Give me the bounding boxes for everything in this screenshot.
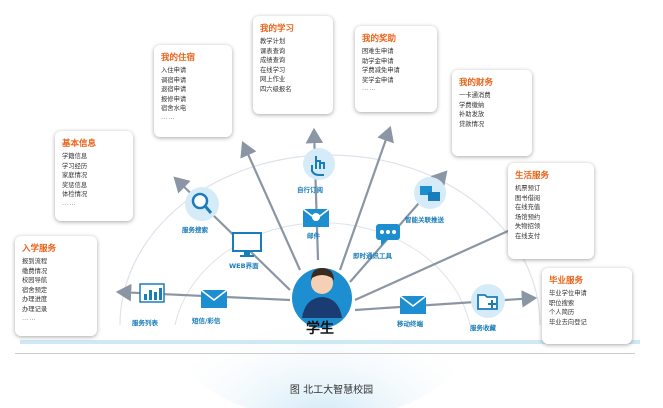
- card-title: 生活服务: [515, 171, 550, 181]
- web-label: WEB界面: [229, 262, 259, 270]
- service-list-label: 服务列表: [132, 319, 158, 327]
- card-awards[interactable]: 我的奖助 困难生申请 助学金申请 学费减免申请 奖学金申请 ……: [355, 26, 437, 112]
- list-item[interactable]: 一卡通消费: [459, 92, 491, 99]
- list-item[interactable]: 网上作业: [260, 76, 286, 84]
- envelope-icon[interactable]: [200, 289, 228, 313]
- divider: [15, 353, 635, 354]
- list-item[interactable]: 校园导航: [22, 277, 48, 285]
- figure-caption: 图 北工大智慧校园: [289, 385, 374, 396]
- list-item[interactable]: 缴费情况: [22, 267, 48, 275]
- list-item[interactable]: 学习经历: [62, 162, 88, 170]
- list-item[interactable]: 课表查询: [260, 47, 286, 55]
- list-item[interactable]: 调宿申请: [161, 76, 187, 84]
- more-indicator: ……: [362, 85, 377, 93]
- list-item[interactable]: 助学金申请: [362, 57, 394, 65]
- card-admission[interactable]: 入学服务 报到流程 缴费情况 校园导航 宿舍预定 办理进度 办理记录 ……: [15, 236, 97, 336]
- im-label: 即时通讯工具: [353, 252, 392, 260]
- list-item[interactable]: 毕业去向登记: [549, 318, 587, 326]
- list-item[interactable]: 奖学金申请: [362, 76, 394, 84]
- card-graduation[interactable]: 毕业服务 毕业学位申请 职位搜索 个人简历 毕业去向登记: [542, 268, 632, 344]
- list-item[interactable]: 在线学习: [260, 66, 286, 74]
- search-label: 服务搜索: [182, 226, 208, 234]
- list-item[interactable]: 图书借阅: [515, 194, 541, 202]
- list-item[interactable]: 宿舍水电: [161, 105, 187, 113]
- sms-label: 短信/彩信: [192, 317, 221, 325]
- list-item[interactable]: 办理记录: [22, 305, 48, 313]
- list-item[interactable]: 贷款情况: [459, 120, 485, 128]
- list-item[interactable]: 困难生申请: [362, 48, 394, 55]
- more-indicator: ……: [161, 113, 176, 121]
- list-item[interactable]: 在线充值: [515, 204, 541, 212]
- list-item[interactable]: 学费缴纳: [459, 101, 485, 109]
- list-item[interactable]: 场馆预约: [515, 213, 541, 221]
- list-item[interactable]: 教学计划: [260, 38, 286, 45]
- list-item[interactable]: 体检情况: [62, 191, 88, 199]
- list-item[interactable]: 失物招领: [515, 223, 541, 231]
- list-item[interactable]: 退宿申请: [161, 86, 187, 94]
- mail-icon[interactable]: [302, 206, 330, 232]
- list-item[interactable]: 报修申请: [161, 95, 187, 103]
- card-title: 我的学习: [260, 24, 295, 34]
- push-icon[interactable]: [413, 176, 447, 214]
- list-item[interactable]: 机票预订: [515, 185, 541, 192]
- list-item[interactable]: 报到流程: [22, 258, 48, 265]
- list-item[interactable]: 奖惩信息: [62, 181, 88, 189]
- monitor-icon[interactable]: [232, 232, 262, 262]
- list-item[interactable]: 入住申请: [161, 67, 187, 74]
- list-item[interactable]: 宿舍预定: [22, 286, 48, 294]
- chart-icon[interactable]: [139, 283, 165, 309]
- mobile-label: 移动终端: [397, 320, 423, 328]
- folder-plus-icon[interactable]: [470, 283, 506, 323]
- card-title: 我的财务: [459, 78, 494, 88]
- more-indicator: ……: [22, 314, 37, 322]
- list-item[interactable]: 职位搜索: [549, 299, 575, 307]
- mobile-envelope-icon[interactable]: [399, 295, 427, 319]
- mail-label: 邮件: [307, 232, 320, 240]
- list-item[interactable]: 在线支付: [515, 232, 541, 240]
- card-title: 我的住宿: [161, 53, 196, 63]
- student-label: 学生: [306, 321, 334, 337]
- list-item[interactable]: 学籍信息: [62, 153, 88, 160]
- list-item[interactable]: 四六级报名: [260, 85, 292, 93]
- card-title: 基本信息: [62, 139, 97, 149]
- card-title: 毕业服务: [549, 276, 584, 286]
- list-item[interactable]: 办理进度: [22, 296, 48, 304]
- magnifier-icon[interactable]: [184, 186, 220, 226]
- smart-push-label: 智能关联推送: [405, 216, 444, 224]
- favorites-label: 服务收藏: [470, 324, 496, 332]
- touch-icon[interactable]: [302, 147, 336, 185]
- card-finance[interactable]: 我的财务 一卡通消费 学费缴纳 补助发放 贷款情况: [452, 70, 532, 156]
- list-item[interactable]: 家庭情况: [62, 172, 88, 180]
- list-item[interactable]: 个人简历: [549, 309, 575, 317]
- card-title: 入学服务: [22, 244, 57, 254]
- card-title: 我的奖助: [362, 34, 397, 44]
- card-housing[interactable]: 我的住宿 入住申请 调宿申请 退宿申请 报修申请 宿舍水电 ……: [154, 45, 232, 137]
- subscribe-label: 自行订阅: [297, 186, 323, 194]
- card-life-services[interactable]: 生活服务 机票预订 图书借阅 在线充值 场馆预约 失物招领 在线支付: [508, 163, 594, 259]
- list-item[interactable]: 学费减免申请: [362, 67, 400, 75]
- more-indicator: ……: [62, 199, 77, 207]
- card-study[interactable]: 我的学习 教学计划 课表查询 成绩查询 在线学习 网上作业 四六级报名: [253, 16, 333, 114]
- chat-icon[interactable]: [375, 223, 401, 251]
- card-basic-info[interactable]: 基本信息 学籍信息 学习经历 家庭情况 奖惩信息 体检情况 ……: [55, 131, 133, 221]
- list-item[interactable]: 补助发放: [459, 111, 485, 119]
- list-item[interactable]: 毕业学位申请: [549, 290, 587, 297]
- list-item[interactable]: 成绩查询: [260, 57, 286, 65]
